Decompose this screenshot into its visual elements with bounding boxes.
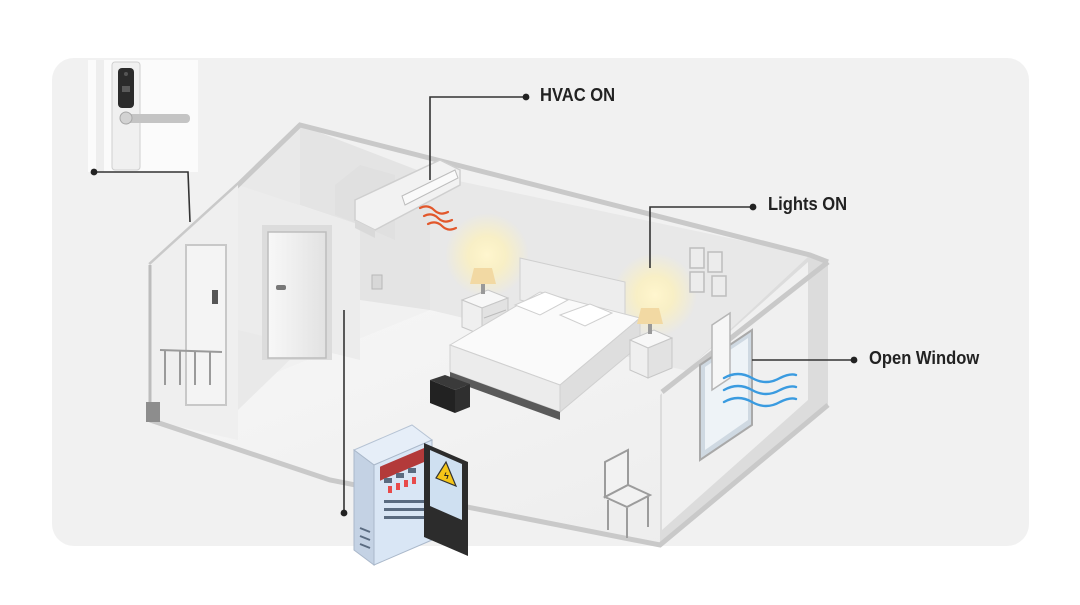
entry-rack	[159, 349, 223, 385]
lamp-icon	[470, 268, 496, 294]
lamp-icon-right	[637, 308, 663, 334]
air-flow-icon	[722, 372, 798, 408]
lights-callout-label: Lights ON	[768, 194, 848, 214]
card-lock-icon	[88, 60, 198, 172]
chair-icon	[602, 448, 653, 538]
hvac-callout-label: HVAC ON	[540, 85, 616, 105]
svg-text:ϟ: ϟ	[444, 471, 449, 481]
electrical-warning-icon	[435, 460, 458, 488]
leader-lines	[94, 96, 852, 512]
hvac-leader	[429, 96, 524, 180]
hvac-unit	[354, 159, 461, 238]
lock-leader	[94, 171, 191, 223]
luggage-box	[430, 375, 470, 413]
entry-door	[267, 231, 327, 359]
nightstand-right	[628, 329, 674, 379]
room-model	[146, 122, 830, 548]
wall-switch	[371, 274, 383, 290]
lamp-glow-left	[445, 213, 529, 297]
closet-door	[185, 244, 227, 406]
window-callout-label: Open Window	[869, 348, 980, 368]
window-icon	[699, 311, 753, 462]
heat-waves-icon	[418, 205, 458, 231]
floor-edge	[149, 403, 830, 548]
leader-dots	[90, 93, 858, 517]
lights-leader	[649, 206, 751, 268]
bed-icon	[448, 257, 642, 420]
wall-frames	[689, 247, 727, 297]
electrical-cabinet-icon: ϟ	[353, 424, 468, 566]
air-conditioner-icon	[401, 169, 459, 206]
right-wall-top-edge	[660, 260, 830, 394]
